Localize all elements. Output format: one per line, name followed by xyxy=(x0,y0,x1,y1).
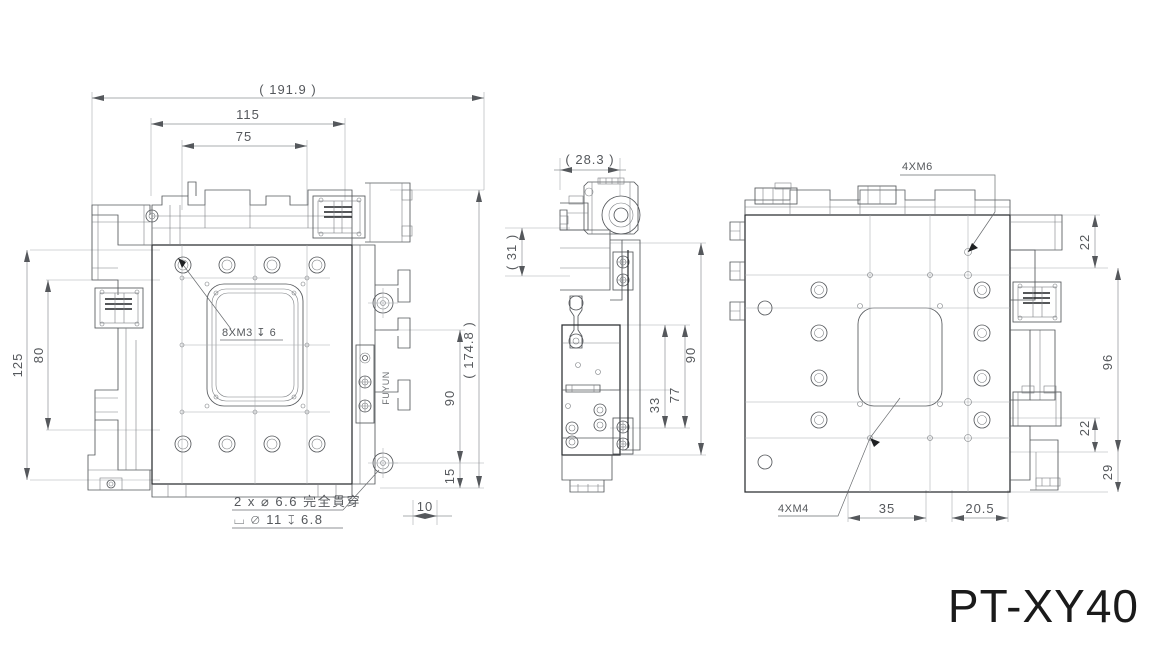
dim-top-205: 20.5 xyxy=(952,501,1008,521)
dim-front-80: 80 xyxy=(31,280,51,430)
callout-4xm6-label: 4XM6 xyxy=(902,161,933,173)
dim-label-96: 96 xyxy=(1100,354,1115,370)
side-extension-lines xyxy=(505,158,706,456)
dim-front-115: 115 xyxy=(151,107,345,127)
dim-top-29: 29 xyxy=(1100,452,1121,492)
dim-front-overall-width: ( 191.9 ) xyxy=(92,82,484,101)
callout-thru-hole-line1: 2 x ⌀ 6.6 完全貫穿 xyxy=(234,494,361,509)
dim-label-205: 20.5 xyxy=(965,501,994,516)
dim-label-80: 80 xyxy=(31,347,46,363)
callout-8xm3: 8XM3 ↧ 6 xyxy=(177,257,283,341)
dim-label-side-90: 90 xyxy=(683,347,698,363)
dim-front-overall-height: ( 174.8 ) xyxy=(461,190,482,488)
dim-label-22-lower: 22 xyxy=(1077,420,1092,436)
dim-top-96: 96 xyxy=(1100,268,1121,452)
top-extension-lines xyxy=(847,214,1108,522)
dim-label-10: 10 xyxy=(417,499,433,514)
dim-label-115: 115 xyxy=(236,107,260,122)
callout-4xm6: 4XM6 xyxy=(900,161,996,253)
part-number-title: PT-XY40 xyxy=(948,580,1139,632)
dim-side-33: 33 xyxy=(647,325,668,428)
dim-label-90: 90 xyxy=(442,390,457,406)
top-body xyxy=(729,182,1063,493)
dim-side-90: 90 xyxy=(683,243,704,455)
dim-label-29: 29 xyxy=(1100,464,1115,480)
dim-top-22-lower: 22 xyxy=(1077,418,1098,452)
callout-thru-hole-line2: ⌴ ⌀ 11 ↧ 6.8 xyxy=(234,512,324,527)
side-view: ( 28.3 ) ( 31 ) 90 77 33 xyxy=(504,152,706,493)
dim-label-33: 33 xyxy=(647,397,662,413)
front-view: ( 191.9 ) 115 75 125 80 xyxy=(10,82,485,529)
front-body: FUYUN xyxy=(87,181,413,498)
front-bottom-holes xyxy=(174,435,326,453)
callout-4xm4-label: 4XM4 xyxy=(778,503,809,515)
dim-front-75: 75 xyxy=(182,129,307,149)
dim-label-77: 77 xyxy=(667,387,682,403)
dim-label-overall-width: ( 191.9 ) xyxy=(259,82,316,97)
dim-label-22-upper: 22 xyxy=(1077,234,1092,250)
dim-front-125: 125 xyxy=(10,250,30,480)
dim-label-75: 75 xyxy=(236,129,252,144)
dim-front-10: 10 xyxy=(403,499,452,519)
dim-label-283: ( 28.3 ) xyxy=(565,152,614,167)
dim-label-31: ( 31 ) xyxy=(504,234,519,270)
callout-8xm3-label: 8XM3 ↧ 6 xyxy=(222,327,276,339)
dim-label-15: 15 xyxy=(442,468,457,484)
dim-side-283: ( 28.3 ) xyxy=(554,152,626,173)
dim-top-35: 35 xyxy=(848,501,926,521)
dim-side-77: 77 xyxy=(667,325,688,428)
dim-label-overall-height: ( 174.8 ) xyxy=(461,321,476,378)
callout-thru-hole: 2 x ⌀ 6.6 完全貫穿 ⌴ ⌀ 11 ↧ 6.8 xyxy=(232,469,380,529)
front-top-holes xyxy=(174,256,326,274)
brand-mark: FUYUN xyxy=(381,371,391,405)
callout-4xm4: 4XM4 xyxy=(778,397,901,517)
side-body xyxy=(559,177,641,493)
dim-label-35: 35 xyxy=(879,501,895,516)
top-left-bosses xyxy=(810,281,828,429)
dim-side-31: ( 31 ) xyxy=(504,228,525,276)
dim-top-22-upper: 22 xyxy=(1077,215,1098,268)
front-extension-lines xyxy=(30,92,485,525)
dim-label-125: 125 xyxy=(10,353,25,378)
top-right-bosses xyxy=(973,281,991,429)
dim-front-15: 15 xyxy=(442,463,463,488)
top-view: 22 96 22 29 35 xyxy=(729,161,1121,522)
dim-front-90: 90 xyxy=(442,330,463,463)
